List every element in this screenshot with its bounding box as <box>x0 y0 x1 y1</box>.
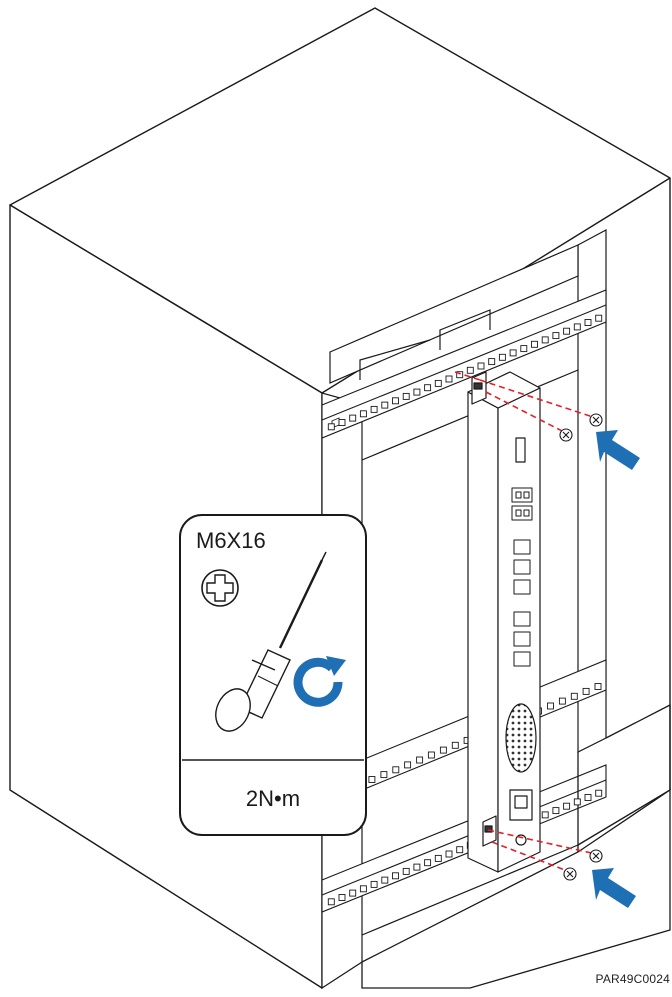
rail-hole <box>553 333 559 339</box>
rail-hole <box>542 337 548 343</box>
rail-hole <box>350 415 356 421</box>
rail-hole <box>393 398 399 404</box>
rail-hole <box>393 873 399 879</box>
rail-hole <box>328 424 334 430</box>
rail-hole <box>440 747 446 753</box>
rail-hole <box>360 886 366 892</box>
rail-hole <box>478 363 484 369</box>
rail-hole <box>414 864 420 870</box>
rail-hole <box>559 698 565 704</box>
rail-hole <box>564 803 570 809</box>
screw-bottom-2 <box>564 868 576 880</box>
rail-hole <box>428 752 434 758</box>
rail-hole <box>405 762 411 768</box>
rail-hole <box>328 899 334 905</box>
rail-hole <box>435 855 441 861</box>
pdu-unit <box>468 372 540 872</box>
rail-hole <box>425 860 431 866</box>
rail-hole <box>548 703 554 709</box>
rail-hole <box>446 851 452 857</box>
rail-hole <box>417 757 423 763</box>
rail-hole <box>571 693 577 699</box>
rail-hole <box>452 742 458 748</box>
rail-hole <box>467 367 473 373</box>
rail-hole <box>339 895 345 901</box>
rail-hole <box>382 402 388 408</box>
rail-hole <box>585 320 591 326</box>
rail-hole <box>371 881 377 887</box>
rail-hole <box>564 328 570 334</box>
rail-hole <box>371 406 377 412</box>
rail-hole <box>381 772 387 778</box>
rail-hole <box>510 350 516 356</box>
rail-hole <box>360 411 366 417</box>
rail-hole <box>596 315 602 321</box>
rail-hole <box>489 359 495 365</box>
rail-hole <box>553 808 559 814</box>
rail-hole <box>446 376 452 382</box>
rail-hole <box>574 324 580 330</box>
pdu-fan-grille <box>506 704 536 772</box>
rail-hole <box>595 684 601 690</box>
rail-hole <box>403 393 409 399</box>
rail-hole <box>457 847 463 853</box>
rail-hole <box>393 767 399 773</box>
rail-hole <box>499 354 505 360</box>
rail-hole <box>339 420 345 426</box>
rail-hole <box>369 777 375 783</box>
rail-hole <box>574 799 580 805</box>
screw-top-2 <box>560 429 572 441</box>
rail-hole <box>414 389 420 395</box>
rail-hole <box>425 385 431 391</box>
phillips-head-icon <box>202 570 238 606</box>
rail-hole <box>542 812 548 818</box>
pdu-indicator <box>516 438 525 462</box>
rail-hole <box>596 790 602 796</box>
screw-top-1 <box>590 414 602 426</box>
rail-hole <box>532 341 538 347</box>
rail-hole <box>521 346 527 352</box>
screw-bottom-1 <box>590 850 602 862</box>
rail-hole <box>585 795 591 801</box>
spec-callout: M6X16 2N•m <box>180 515 366 835</box>
figure-id: PAR49C0024 <box>596 972 671 986</box>
torque-label: 2N•m <box>246 786 300 811</box>
screw-spec-label: M6X16 <box>196 528 266 553</box>
rail-hole <box>350 890 356 896</box>
rail-hole <box>583 688 589 694</box>
rail-hole <box>403 868 409 874</box>
rail-hole <box>382 877 388 883</box>
rail-hole <box>435 380 441 386</box>
